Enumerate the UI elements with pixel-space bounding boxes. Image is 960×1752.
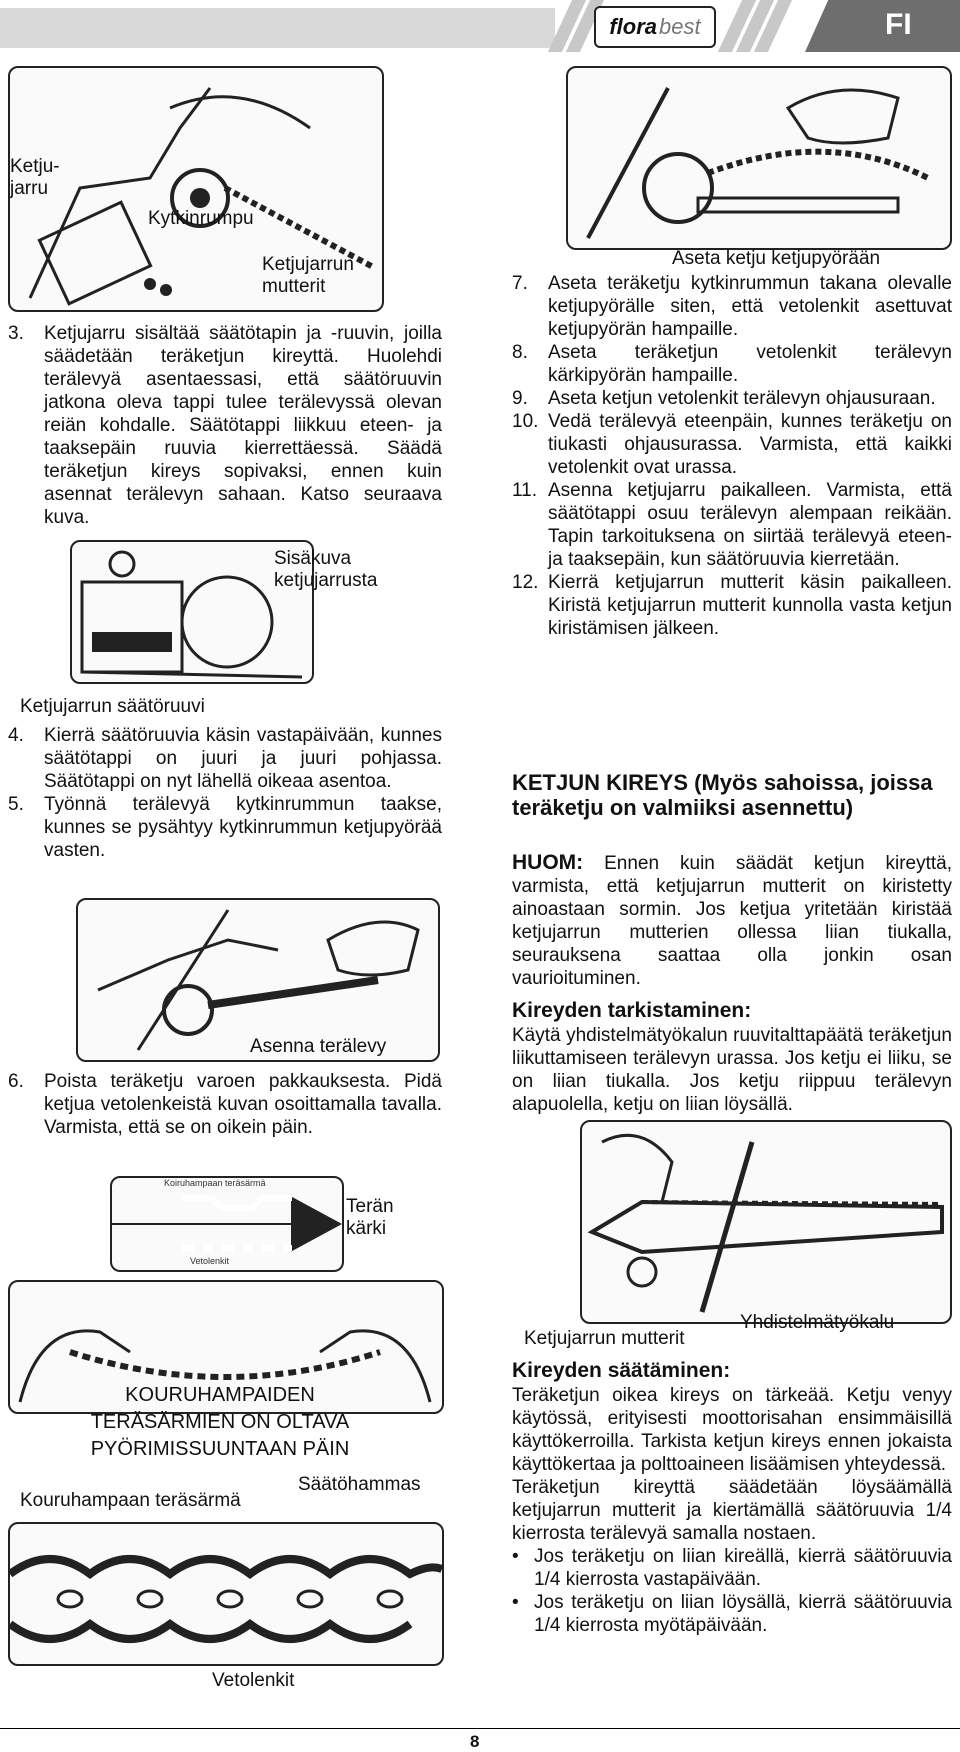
step-number: 7. — [512, 273, 528, 294]
steps-7-12: 7. Aseta teräketju kytkinrummun takana ol… — [512, 272, 952, 640]
step-10: 10. Vedä terälevyä eteenpäin, kunnes terä… — [512, 410, 952, 479]
step-number: 11. — [512, 480, 538, 501]
label-tension-nuts: Ketjujarrun mutterit — [524, 1328, 685, 1349]
chain-closeup-drawing — [10, 1555, 442, 1643]
label-chain-brake: Ketju- jarru — [10, 156, 60, 199]
adjust-paragraph-2: Teräketjun kireyttä säädetään löysäämäll… — [512, 1477, 952, 1544]
label-drive-links-small: Vetolenkit — [190, 1256, 230, 1266]
label-inner-view: Sisäkuva ketjujarrusta — [274, 548, 378, 591]
chain-brake-drawing — [28, 87, 377, 306]
brake-inner-view-drawing — [80, 550, 303, 679]
page-number: 8 — [470, 1732, 480, 1751]
bullet-text: Jos teräketju on liian löysällä, kierrä … — [534, 1592, 952, 1636]
logo-sub: best — [659, 14, 701, 39]
step-text: Kierrä säätöruuvia käsin vastapäivään, k… — [44, 725, 442, 792]
bullet-dot: • — [512, 1546, 519, 1567]
label-adjust-screw: Ketjujarrun säätöruuvi — [20, 696, 205, 717]
step-6: 6. Poista teräketju varoen pakkauksesta. … — [8, 1070, 442, 1139]
step-number: 3. — [8, 323, 24, 344]
step-number: 5. — [8, 794, 24, 815]
step-11: 11. Asenna ketjujarru paikalleen. Varmist… — [512, 479, 952, 571]
label-set-chain: Aseta ketju ketjupyörään — [672, 248, 881, 269]
bullet-text: Jos teräketju on liian kireällä, kierrä … — [534, 1546, 952, 1590]
step-number: 12. — [512, 572, 539, 593]
step-text: Aseta teräketju kytkinrummun takana olev… — [548, 273, 952, 340]
label-combination-tool: Yhdistelmätyökalu — [740, 1312, 895, 1333]
chain-direction-drawing — [112, 1195, 342, 1252]
steps-4-5: 4. Kierrä säätöruuvia käsin vastapäivään,… — [8, 724, 442, 862]
note-text: Ennen kuin säädät ketjun kireyttä, varmi… — [512, 853, 952, 989]
note-label: HUOM: — [512, 851, 584, 874]
tension-tool-drawing — [587, 1133, 944, 1313]
step-4: 4. Kierrä säätöruuvia käsin vastapäivään,… — [8, 724, 442, 793]
step-text: Asenna ketjujarru paikalleen. Varmista, … — [548, 480, 952, 570]
step-5: 5. Työnnä terälevyä kytkinrummun taakse, … — [8, 793, 442, 862]
step-number: 9. — [512, 388, 528, 409]
step-text: Työnnä terälevyä kytkinrummun taakse, ku… — [44, 794, 442, 861]
chain-direction-illustration — [110, 1176, 344, 1272]
step-text: Poista teräketju varoen pakkauksesta. Pi… — [44, 1071, 442, 1138]
label-drive-links: Vetolenkit — [212, 1670, 295, 1691]
step-number: 8. — [512, 342, 528, 363]
hands-chain-drawing — [18, 1329, 432, 1403]
step-number: 4. — [8, 725, 24, 746]
check-text: Käytä yhdistelmätyökalun ruuvitalttapäät… — [512, 1025, 952, 1115]
label-depth-gauge: Säätöhammas — [298, 1474, 421, 1495]
mount-bar-illustration — [76, 898, 440, 1062]
step-number: 6. — [8, 1071, 24, 1092]
step-9: 9. Aseta ketjun vetolenkit terälevyn ohja… — [512, 387, 952, 410]
chain-closeup-illustration — [8, 1522, 444, 1666]
logo-main: flora — [609, 14, 658, 39]
language-code: FI — [885, 8, 912, 41]
step-7: 7. Aseta teräketju kytkinrummun takana ol… — [512, 272, 952, 341]
bullet-dot: • — [512, 1592, 519, 1613]
section-heading-chain-tension: KETJUN KIREYS (Myös sahoissa, joissa ter… — [512, 770, 933, 820]
step-text: Aseta teräketjun vetolenkit terälevyn kä… — [548, 342, 952, 386]
step-number: 10. — [512, 411, 539, 432]
step-text: Kierrä ketjujarrun mutterit käsin paikal… — [548, 572, 952, 639]
tension-tool-illustration — [580, 1120, 952, 1324]
hands-holding-chain-illustration — [8, 1280, 444, 1414]
bullet-item: • Jos teräketju on liian kireällä, kierrä… — [512, 1545, 952, 1591]
chain-direction-caption: KOURUHAMPAIDEN TERÄSÄRMIEN ON OLTAVA PYÖ… — [90, 1384, 350, 1460]
note-block: HUOM: Ennen kuin säädät ketjun kireyttä,… — [512, 850, 952, 990]
brake-inner-view-illustration — [70, 540, 314, 684]
step-text: Aseta ketjun vetolenkit terälevyn ohjaus… — [548, 388, 936, 409]
header-bar — [0, 8, 555, 48]
step-text: Ketjujarru sisältää säätötapin ja -ruuvi… — [44, 323, 442, 528]
label-mount-bar: Asenna terälevy — [250, 1036, 387, 1057]
adjust-text: Teräketjun oikea kireys on tärkeää. Ketj… — [512, 1384, 952, 1637]
footer-rule — [0, 1728, 960, 1729]
header-language-block — [805, 0, 960, 52]
label-clutch-drum: Kytkinrumpu — [148, 208, 254, 229]
sprocket-drawing — [586, 87, 930, 239]
bullet-item: • Jos teräketju on liian löysällä, kierrä… — [512, 1591, 952, 1637]
sprocket-illustration — [566, 66, 952, 250]
subheading-adjust: Kireyden säätäminen: — [512, 1359, 731, 1382]
subheading-check: Kireyden tarkistaminen: — [512, 999, 752, 1022]
mount-bar-drawing — [97, 909, 420, 1051]
label-cutter-edge-large: Kouruhampaan teräsärmä — [20, 1490, 241, 1511]
label-cutter-edge: Koiruhampaan teräsärmä — [164, 1178, 266, 1188]
adjust-paragraph-1: Teräketjun oikea kireys on tärkeää. Ketj… — [512, 1385, 952, 1475]
step-8: 8. Aseta teräketjun vetolenkit terälevyn … — [512, 341, 952, 387]
step-12: 12. Kierrä ketjujarrun mutterit käsin pai… — [512, 571, 952, 640]
step-text: Vedä terälevyä eteenpäin, kunnes teräket… — [548, 411, 952, 478]
label-brake-nuts: Ketjujarrun mutterit — [262, 254, 354, 297]
label-bar-tip: Terän kärki — [346, 1196, 394, 1239]
step-3: 3. Ketjujarru sisältää säätötapin ja -ruu… — [8, 322, 442, 529]
chain-brake-illustration — [8, 66, 384, 312]
